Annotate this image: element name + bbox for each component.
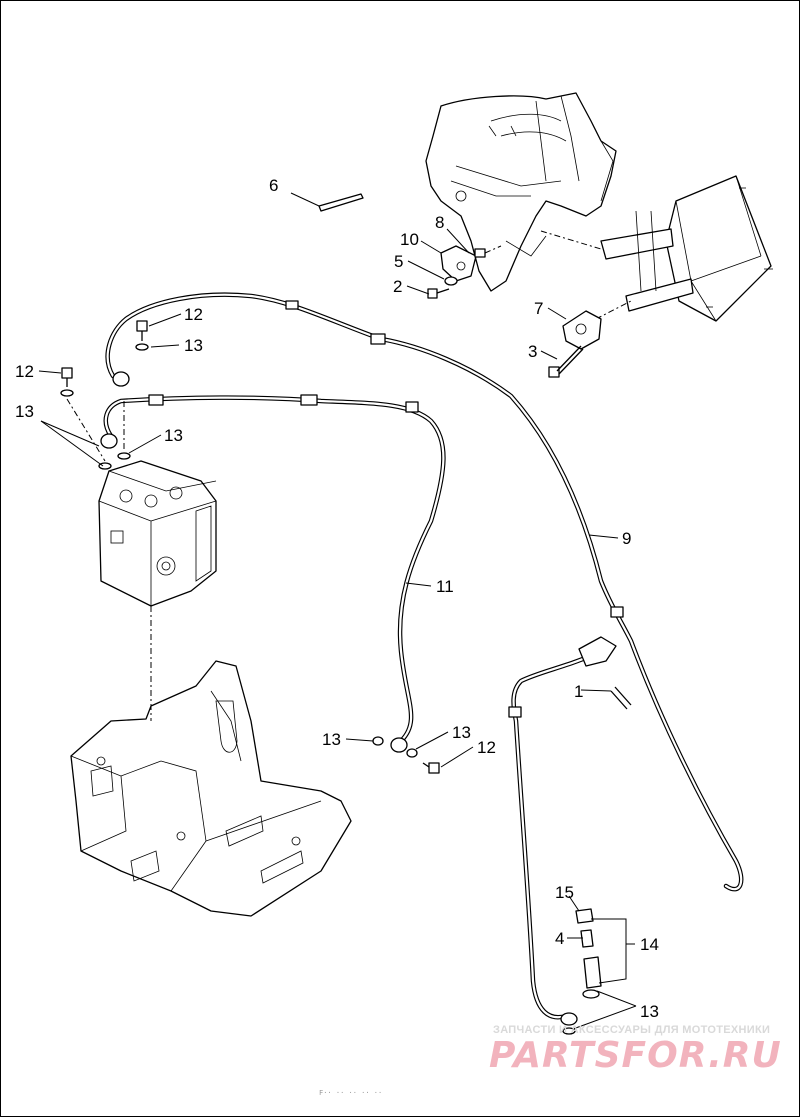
callout-9: 9 [622, 529, 631, 548]
abs-module [98, 460, 217, 607]
callout-3: 3 [528, 342, 537, 361]
bolt-3 [548, 345, 584, 378]
callout-12-bottom: 12 [477, 738, 496, 757]
brake-line-rear [508, 636, 632, 1026]
bolt-2 [427, 288, 450, 299]
callout-6: 6 [269, 176, 278, 195]
banjo-bolt-12a [135, 320, 149, 351]
banjo-bolt-12b [60, 367, 74, 397]
callout-13-top: 13 [184, 336, 203, 355]
callout-12-top: 12 [184, 305, 203, 324]
callout-12-left: 12 [15, 362, 34, 381]
clamp-7 [562, 310, 602, 350]
callout-13-bottom: 13 [640, 1002, 659, 1021]
callout-4: 4 [555, 929, 564, 948]
callout-1: 1 [574, 682, 583, 701]
clip-bracket [440, 245, 502, 282]
watermark-brand: PARTSFOR.RU [489, 1035, 782, 1076]
callout-15: 15 [555, 883, 574, 902]
callout-8: 8 [435, 213, 444, 232]
callout-13-hose-left: 13 [322, 730, 341, 749]
washers-13 [98, 452, 576, 1035]
washer [444, 276, 458, 286]
callout-14: 14 [640, 935, 659, 954]
callout-labels: 1 2 3 4 5 6 7 8 9 10 11 12 12 12 13 13 1… [15, 176, 659, 1021]
callout-13-left: 13 [15, 402, 34, 421]
watermark-subtitle: ЗАПЧАСТИ И АКСЕССУАРЫ ДЛЯ МОТОТЕХНИКИ [493, 1024, 771, 1036]
callout-5: 5 [394, 252, 403, 271]
callout-10: 10 [400, 230, 419, 249]
cotter-pin [318, 193, 364, 212]
footer-caption: F·· ·· ·· ·· ·· [319, 1089, 383, 1097]
callout-7: 7 [534, 299, 543, 318]
callout-2: 2 [393, 277, 402, 296]
callout-11: 11 [436, 577, 454, 596]
callout-13-hose-right: 13 [452, 723, 471, 742]
bleeder-fitting [575, 908, 602, 999]
leader-lines [38, 192, 637, 1030]
callout-13-abs: 13 [164, 426, 183, 445]
frame-bracket-box [540, 175, 773, 322]
banjo-bolt-12c [422, 762, 440, 774]
abs-carrier-tray [70, 606, 352, 917]
brake-line-9 [105, 292, 744, 892]
frame-steering-head [425, 92, 617, 292]
brake-line-11 [100, 394, 446, 753]
